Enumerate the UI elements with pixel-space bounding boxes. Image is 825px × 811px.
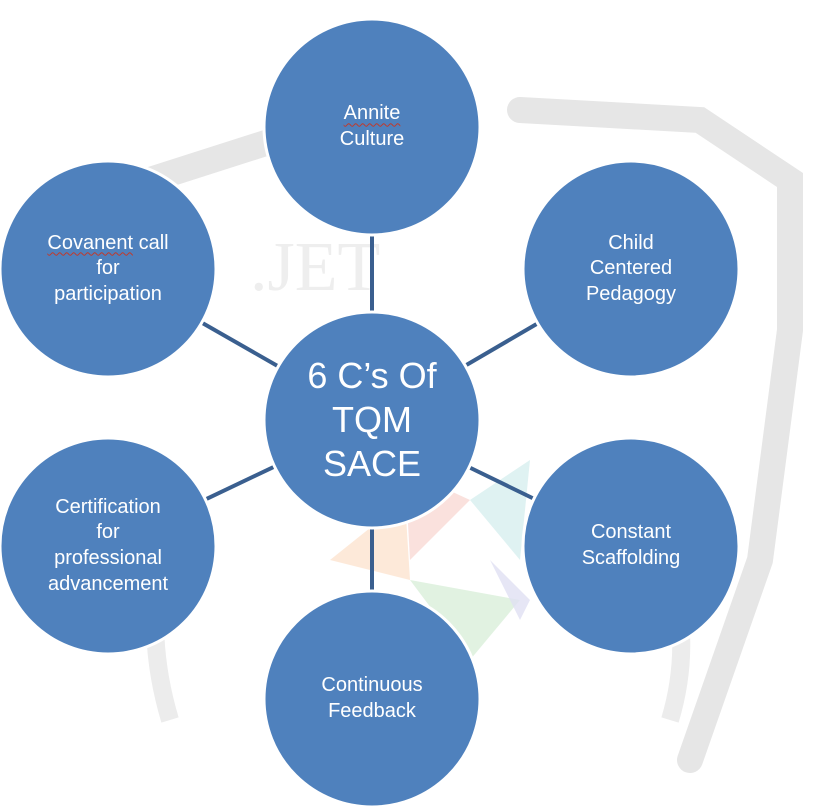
- node-circle-covenant-call-participation: [0, 159, 218, 379]
- node-circle-child-centered-pedagogy: [521, 159, 741, 379]
- connector-child-centered-pedagogy: [464, 321, 539, 368]
- connector-covenant-call-participation: [200, 320, 280, 369]
- node-circle-continuous-feedback: [262, 589, 482, 809]
- node-circle-certification-professional-advancement: [0, 436, 218, 656]
- watermark-petal-green: [410, 580, 520, 660]
- watermark-petal-blue: [490, 560, 530, 620]
- node-circle-annite-culture: [262, 17, 482, 237]
- watermark-shield: [137, 97, 803, 773]
- connector-constant-scaffolding: [468, 465, 535, 501]
- watermark-letters: .JET: [250, 229, 380, 306]
- connector-certification-professional-advancement: [204, 464, 276, 502]
- node-circle-constant-scaffolding: [521, 436, 741, 656]
- center-hub-circle: [262, 310, 482, 530]
- watermark-petal-teal: [470, 460, 530, 560]
